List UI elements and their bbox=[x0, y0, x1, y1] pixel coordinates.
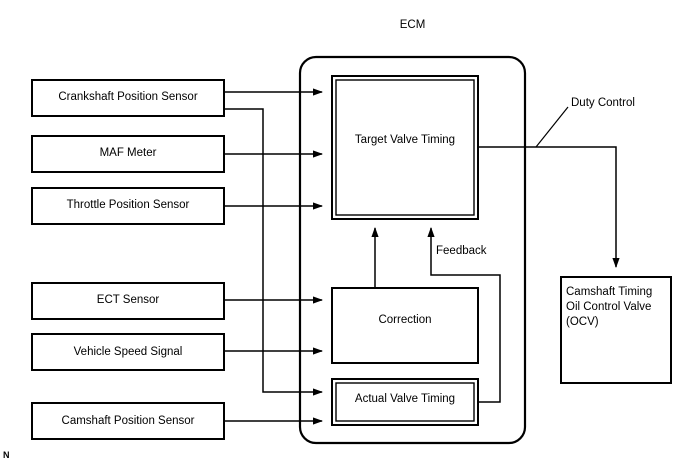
sensor-label-maf: MAF Meter bbox=[99, 147, 157, 159]
sensor-label-camshaft: Camshaft Position Sensor bbox=[61, 415, 195, 427]
annotation-feedback: Feedback bbox=[436, 245, 487, 257]
leader-duty-control bbox=[535, 106, 569, 148]
block-ocv bbox=[560, 276, 672, 384]
block-label-target-valve-timing: Target Valve Timing bbox=[354, 134, 456, 146]
ecm-title: ECM bbox=[399, 19, 426, 31]
sensor-label-vss: Vehicle Speed Signal bbox=[73, 346, 183, 358]
sensor-label-ect: ECT Sensor bbox=[96, 294, 160, 306]
block-label-ocv-line2: Oil Control Valve bbox=[566, 301, 652, 313]
sensor-box-vss bbox=[31, 333, 225, 371]
line-feedback-to-target bbox=[427, 227, 501, 403]
sensor-box-crankshaft bbox=[31, 79, 225, 117]
sensor-box-camshaft bbox=[31, 402, 225, 440]
block-actual-valve-timing-inner bbox=[335, 382, 475, 422]
block-label-actual-valve-timing: Actual Valve Timing bbox=[354, 393, 456, 405]
block-target-valve-timing-inner bbox=[335, 79, 475, 216]
line-target-to-ocv bbox=[478, 146, 620, 268]
sensor-box-maf bbox=[31, 135, 225, 173]
block-label-ocv-line3: (OCV) bbox=[566, 316, 599, 328]
line-crankshaft-to-actual bbox=[224, 108, 323, 396]
ecm-container-outline bbox=[298, 55, 527, 445]
block-label-correction: Correction bbox=[378, 314, 432, 326]
corner-mark: N bbox=[3, 450, 10, 460]
annotation-duty-control: Duty Control bbox=[571, 97, 635, 109]
sensor-label-throttle: Throttle Position Sensor bbox=[66, 199, 190, 211]
block-label-ocv-line1: Camshaft Timing bbox=[566, 286, 653, 298]
block-correction bbox=[331, 287, 479, 364]
sensor-box-ect bbox=[31, 282, 225, 320]
sensor-label-crankshaft: Crankshaft Position Sensor bbox=[58, 91, 198, 103]
